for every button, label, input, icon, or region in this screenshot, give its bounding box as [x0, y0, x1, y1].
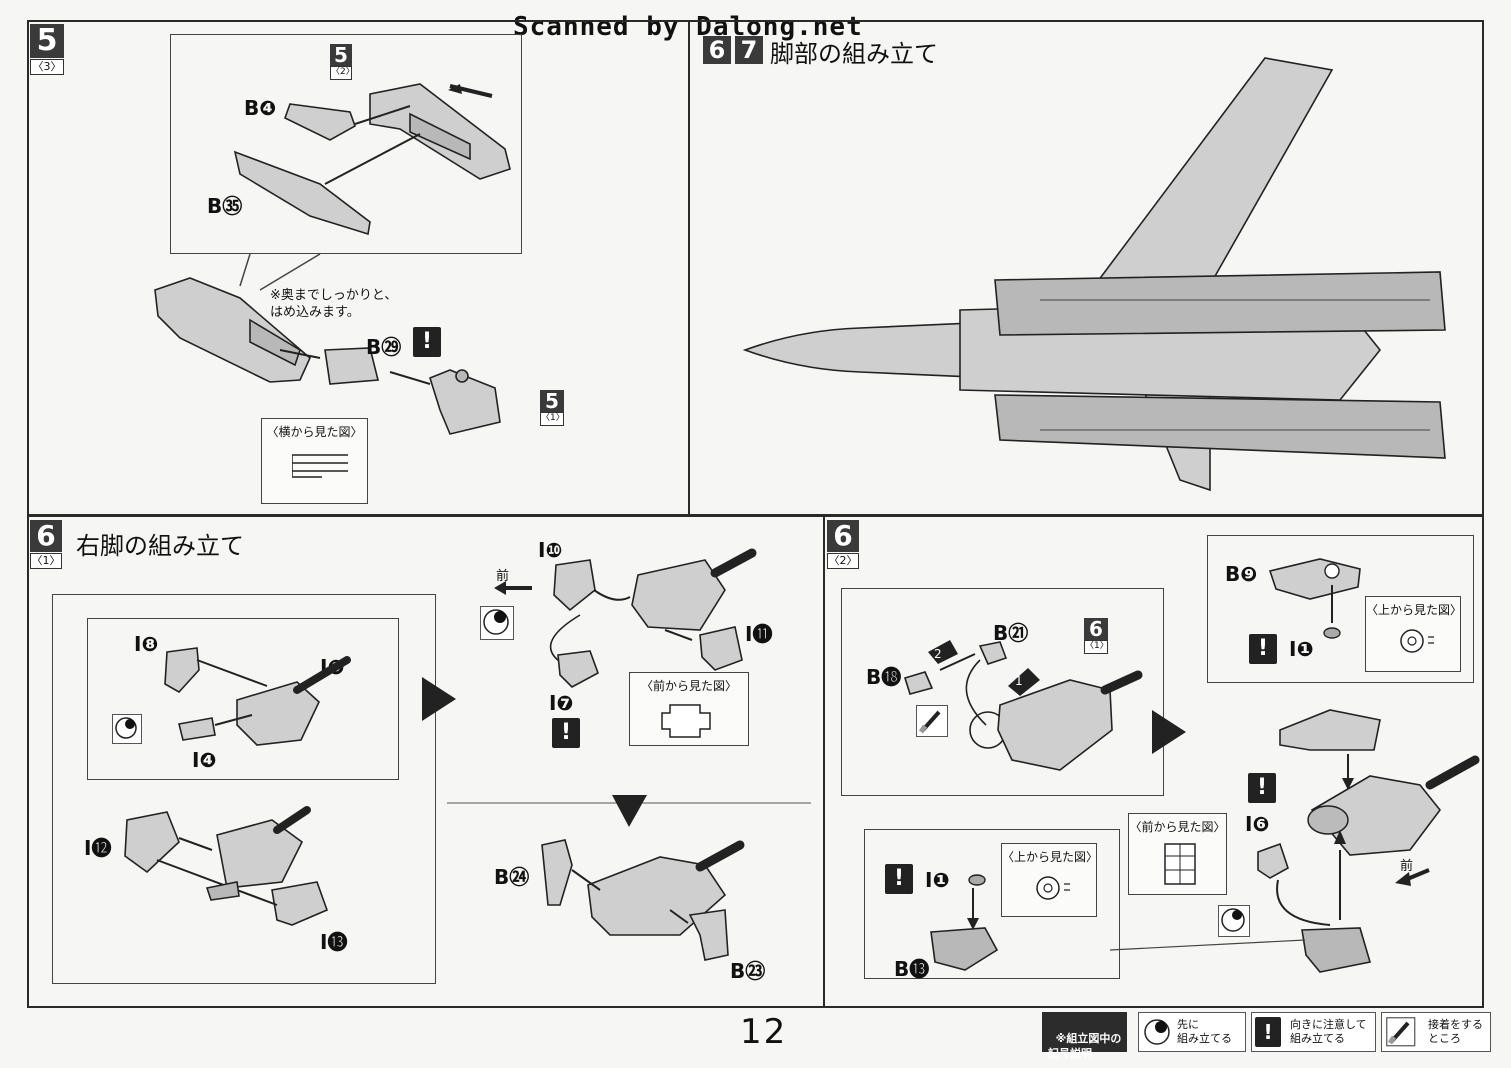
legend-item3-text: 接着をする ところ	[1428, 1018, 1483, 1045]
legend-item-glue: 接着をする ところ	[1381, 1012, 1491, 1052]
step5-ref2-number: 5	[540, 390, 564, 412]
aircraft-drawing	[742, 57, 1446, 492]
part-label-b24: B㉔	[494, 865, 530, 889]
legend-heading: ※組立図中の 記号説明	[1042, 1012, 1127, 1060]
step6-2-ref-number: 6	[1084, 618, 1108, 640]
step67-number-b: 7	[735, 36, 763, 64]
caution-icon-2: !	[552, 718, 580, 748]
part-label-i1-top: I❶	[1289, 637, 1314, 661]
step6-2-top-view-2: 〈上から見た図〉	[1001, 843, 1099, 917]
svg-text:1: 1	[1015, 674, 1023, 688]
legend-item1-text: 先に 組み立てる	[1177, 1018, 1232, 1045]
part-label-b29: B㉙	[366, 335, 402, 359]
caution-icon-5: !	[885, 864, 913, 894]
glue-icon	[916, 705, 948, 737]
step5-ref-sub: 〈2〉	[330, 66, 355, 80]
step5-sub: 〈3〉	[30, 59, 64, 75]
legend-item-assemble-first: 先に 組み立てる	[1138, 1012, 1246, 1052]
watermark: Scanned by Dalong.net	[513, 12, 863, 42]
assemble-first-icon-2	[480, 606, 514, 640]
part-label-b23: B㉓	[730, 959, 766, 983]
step6-1-sub: 〈1〉	[30, 553, 62, 569]
front-direction-arrow	[494, 581, 532, 595]
assemble-first-icon-3	[1218, 905, 1250, 937]
step6-1-right-drawing	[549, 548, 757, 688]
front-direction-label: 前	[496, 569, 510, 584]
legend-heading-text: ※組立図中の 記号説明	[1048, 1032, 1122, 1060]
side-view-label: 〈横から見た図〉	[266, 425, 363, 439]
step5-ref-number: 5	[330, 44, 352, 66]
part-label-b9: B❾	[1225, 562, 1258, 586]
part-label-i13: I⓭	[320, 930, 348, 954]
step6-2-ref-sub: 〈1〉	[1084, 640, 1109, 654]
step6-1-inner-box	[87, 618, 399, 780]
step6-2-box-topright	[1207, 535, 1474, 683]
part-label-i8: I❽	[134, 632, 159, 656]
svg-text:2: 2	[934, 647, 942, 661]
step-arrow-right-2	[1152, 710, 1186, 754]
part-label-i12: I⓬	[84, 836, 112, 860]
step6-1-bottom-drawing	[541, 839, 745, 961]
page-number: 12	[740, 1012, 788, 1052]
legend-item-orientation: ! 向きに注意して 組み立てる	[1251, 1012, 1376, 1052]
top-view-label-1: 〈上から見た図〉	[1366, 603, 1463, 617]
step6-2-panel	[823, 515, 1484, 1008]
step5-detail-drawing	[233, 83, 511, 236]
step5-main-drawing	[154, 253, 501, 435]
step67-title: 脚部の組み立て	[770, 40, 938, 68]
caution-icon-4: !	[1248, 773, 1276, 803]
step6-2-front-view: 〈前から見た図〉	[1128, 813, 1227, 895]
part-label-i7: I❼	[549, 691, 574, 715]
part-label-b18: B⓲	[866, 665, 902, 689]
step6-1-left-drawing	[124, 647, 351, 926]
step5-side-view: 〈横から見た図〉	[261, 418, 368, 504]
assemble-first-icon	[112, 714, 142, 744]
legend-item2-text: 向きに注意して 組み立てる	[1290, 1018, 1367, 1045]
part-label-b4: B❹	[244, 96, 277, 120]
step6-2-bottomleft-drawing	[930, 874, 999, 971]
part-label-i1-bottom: I❶	[925, 868, 950, 892]
step5-ref2-sub: 〈1〉	[540, 412, 565, 426]
step6-1-number: 6	[30, 520, 62, 552]
front-view-label-2: 〈前から見た図〉	[1129, 820, 1226, 834]
part-label-i4: I❹	[192, 748, 217, 772]
part-label-b13: B⓭	[894, 957, 930, 981]
step6-2-box-left	[841, 588, 1164, 796]
step6-1-outer-box	[52, 594, 436, 984]
step6-2-connector-line	[1110, 939, 1306, 951]
step-separator	[447, 795, 811, 827]
step6-1-title: 右脚の組み立て	[76, 532, 244, 560]
caution-icon-3: !	[1249, 634, 1277, 664]
front-direction-arrow-2	[1395, 868, 1430, 886]
step6-2-box-bottomleft	[864, 829, 1120, 979]
legend-caution-icon: !	[1255, 1017, 1281, 1047]
part-label-b21: B㉑	[993, 621, 1029, 645]
front-direction-label-2: 前	[1400, 859, 1414, 874]
step5-detail-box	[170, 34, 522, 254]
caution-icon: !	[413, 327, 441, 357]
step6-2-sub: 〈2〉	[827, 553, 859, 569]
step5-note: ※奥までしっかりと、 はめ込みます。	[270, 288, 398, 320]
part-label-i11: I⓫	[745, 622, 773, 646]
step-arrow-right-1	[422, 677, 456, 721]
step6-2-topright-drawing	[1268, 558, 1361, 639]
part-label-b35: B㉟	[207, 194, 243, 218]
front-view-label: 〈前から見た図〉	[640, 679, 737, 693]
step6-2-left-drawing: 2 1	[903, 640, 1143, 771]
step6-2-right-drawing	[1279, 709, 1480, 856]
step67-number-a: 6	[703, 36, 731, 64]
step5-number: 5	[30, 24, 64, 58]
step6-2-number: 6	[827, 520, 859, 552]
step6-2-bottom-right-drawing	[1257, 830, 1372, 973]
part-label-i6: I❻	[1245, 812, 1270, 836]
step6-1-front-view: 〈前から見た図〉	[629, 672, 749, 746]
step6-2-top-view-1: 〈上から見た図〉	[1365, 596, 1463, 672]
top-view-label-2: 〈上から見た図〉	[1002, 850, 1099, 864]
part-label-i10: I❿	[538, 538, 563, 562]
